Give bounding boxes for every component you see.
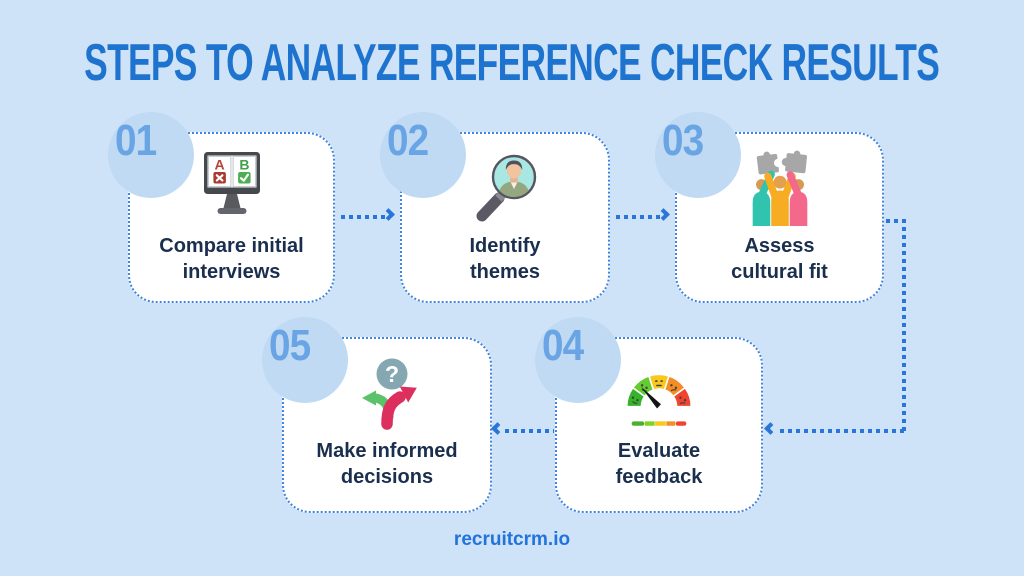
connector-step1-step2 bbox=[341, 215, 386, 219]
step-4-label-line2: feedback bbox=[615, 466, 703, 488]
connector-step3-elbow-top bbox=[886, 219, 906, 223]
step-card-4: 04 bbox=[535, 317, 763, 513]
connector-step4-step5 bbox=[505, 429, 554, 433]
step-4-label: Evaluate feedback bbox=[616, 438, 703, 490]
step-1-label-line1: Compare initial bbox=[159, 235, 304, 257]
step-card-3: 03 bbox=[655, 112, 884, 303]
connector-elbow-step4 bbox=[780, 429, 906, 433]
label-a: A bbox=[214, 157, 224, 173]
step-2-label: Identify themes bbox=[469, 233, 540, 285]
step-1-number: 01 bbox=[115, 116, 157, 165]
feedback-gauge-icon bbox=[615, 352, 703, 434]
step-2-label-line1: Identify bbox=[469, 235, 541, 257]
step-5-badge-circle bbox=[262, 317, 348, 403]
step-4-number: 04 bbox=[542, 321, 584, 370]
step-1-badge-circle bbox=[108, 112, 194, 198]
step-2-label-line2: themes bbox=[469, 261, 541, 283]
puzzle-teamwork-icon bbox=[735, 147, 825, 229]
step-card-5: 05 ? Make informed decisions bbox=[262, 317, 492, 513]
step-1-label: Compare initial interviews bbox=[159, 233, 303, 285]
step-3-label-line2: cultural fit bbox=[731, 261, 828, 283]
step-card-2: 02 Identify themes bbox=[380, 112, 610, 303]
step-2-badge-circle bbox=[380, 112, 466, 198]
step-3-number: 03 bbox=[662, 116, 704, 165]
step-4-badge-circle bbox=[535, 317, 621, 403]
label-b: B bbox=[239, 157, 249, 173]
page-title: STEPS TO ANALYZE REFERENCE CHECK RESULTS bbox=[84, 34, 941, 92]
step-card-1: 01 A B Compare initial interviews bbox=[108, 112, 335, 303]
arrowhead-left-step5 bbox=[491, 422, 504, 435]
step-2-number: 02 bbox=[387, 116, 429, 165]
step-3-badge-circle bbox=[655, 112, 741, 198]
step-4-label-line1: Evaluate bbox=[617, 440, 701, 462]
title-bar: STEPS TO ANALYZE REFERENCE CHECK RESULTS bbox=[0, 32, 1024, 94]
step-5-label-line1: Make informed bbox=[316, 440, 458, 462]
monitor-ab-compare-icon: A B bbox=[188, 147, 276, 229]
step-5-label-line2: decisions bbox=[340, 466, 434, 488]
question-mark-glyph: ? bbox=[385, 361, 399, 387]
arrowhead-left-step4 bbox=[764, 422, 777, 435]
step-5-label: Make informed decisions bbox=[316, 438, 457, 490]
magnifier-person-icon bbox=[465, 147, 545, 229]
connector-step3-vertical bbox=[902, 219, 906, 433]
connector-step2-step3 bbox=[616, 215, 661, 219]
step-3-label: Assess cultural fit bbox=[731, 233, 828, 285]
step-5-number: 05 bbox=[269, 321, 311, 370]
decision-arrows-icon: ? bbox=[347, 352, 427, 434]
step-1-label-line2: interviews bbox=[182, 261, 281, 283]
footer-brand: recruitcrm.io bbox=[453, 529, 571, 550]
step-3-label-line1: Assess bbox=[744, 235, 815, 257]
